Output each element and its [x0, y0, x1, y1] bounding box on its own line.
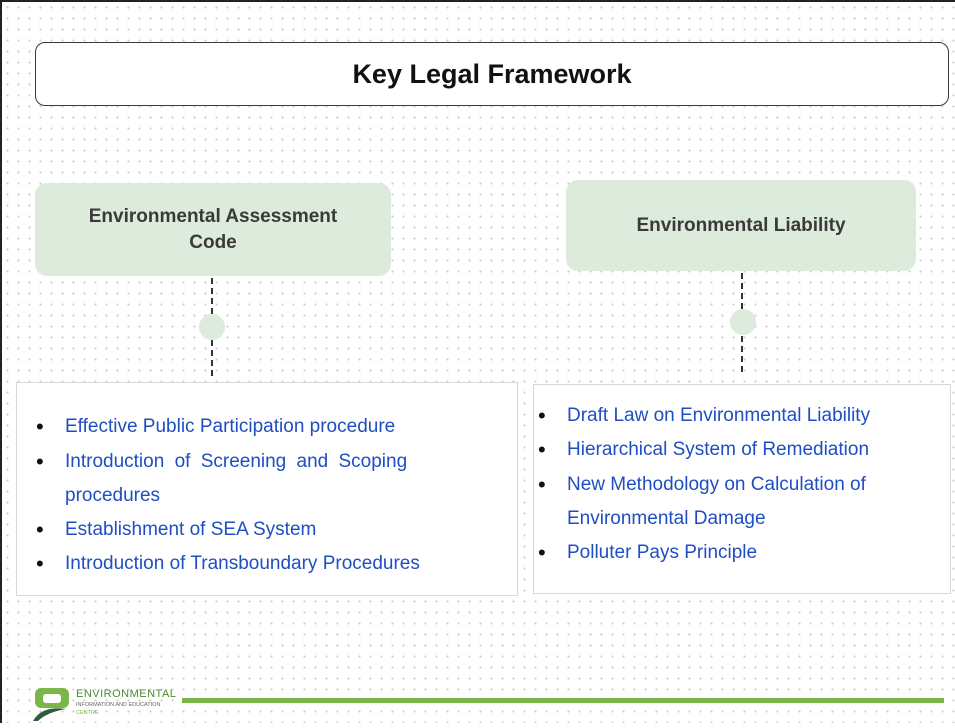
category-box-environmental-liability: Environmental Liability — [566, 180, 916, 271]
title-box: Key Legal Framework — [35, 42, 949, 106]
logo-subtitle-2: CENTRE — [76, 710, 99, 716]
bullet: • — [36, 449, 44, 474]
item-text: Environmental Damage — [567, 508, 766, 529]
item-text: procedures — [65, 485, 161, 506]
slide-title: Key Legal Framework — [352, 58, 632, 89]
logo-subtitle: INFORMATION AND EDUCATION — [76, 702, 161, 708]
right-items-panel — [533, 384, 951, 594]
connector-dash — [741, 336, 743, 372]
connector-dash — [211, 278, 213, 314]
item-text: New Methodology on Calculation of — [567, 474, 866, 495]
item-text: Polluter Pays Principle — [567, 542, 758, 563]
bullet: • — [538, 472, 546, 497]
eiec-logo: ENVIRONMENTAL INFORMATION AND EDUCATION … — [32, 685, 182, 723]
bullet: • — [36, 551, 44, 576]
left-items-panel — [16, 382, 518, 596]
bullet: • — [36, 517, 44, 542]
item-text: Establishment of SEA System — [65, 519, 317, 540]
bullet: • — [538, 437, 546, 462]
connector-dash — [741, 273, 743, 309]
connector-dot — [730, 309, 756, 335]
bullet: • — [538, 403, 546, 428]
connector-dot — [199, 314, 225, 340]
bullet: • — [538, 540, 546, 565]
item-text: Introduction of Transboundary Procedures — [65, 553, 420, 574]
logo-wordmark: ENVIRONMENTAL — [76, 688, 177, 700]
connector-dash — [211, 340, 213, 376]
category-box-environmental-assessment-code: Environmental Assessment Code — [35, 183, 391, 276]
footer-accent-bar — [182, 698, 944, 703]
item-text: Draft Law on Environmental Liability — [567, 405, 871, 426]
item-text: Introduction of Screening and Scoping — [65, 451, 408, 472]
bullet: • — [36, 414, 44, 439]
item-text: Effective Public Participation procedure — [65, 416, 396, 437]
item-text: Hierarchical System of Remediation — [567, 439, 870, 460]
category-heading: Environmental Assessment Code — [88, 205, 338, 253]
category-heading: Environmental Liability — [636, 214, 846, 236]
leaf-logo-icon — [33, 688, 69, 721]
